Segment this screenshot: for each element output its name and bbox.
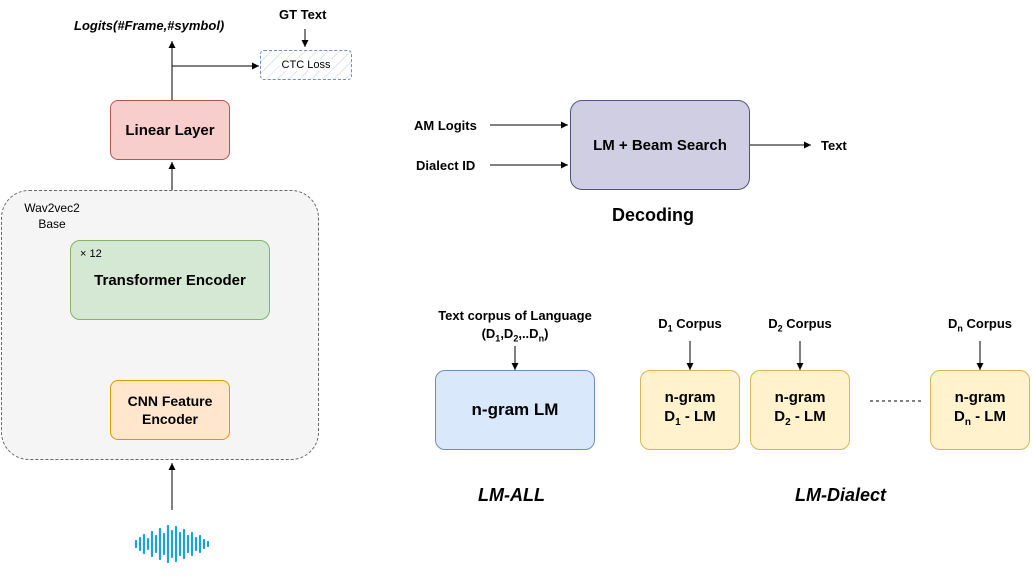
d1-corpus-label: D1 Corpus [658, 316, 722, 334]
text-corpus-label: Text corpus of Language (D1,D2,..Dn) [415, 307, 615, 348]
ngram-dn-line2: Dn - LM [954, 408, 1006, 428]
ngram-dn-lm-box: n-gram Dn - LM [930, 370, 1030, 450]
ngram-lm-label: n-gram LM [471, 400, 559, 419]
repeat-count: × 12 [80, 248, 102, 260]
ngram-d2-line2: D2 - LM [774, 408, 826, 428]
ngram-d2-lm-box: n-gram D2 - LM [750, 370, 850, 450]
cnn-feature-encoder-box: CNN Feature Encoder [110, 380, 230, 440]
text-corpus-line2: (D1,D2,..Dn) [481, 326, 549, 344]
ngram-dn-line1: n-gram [954, 389, 1006, 406]
am-logits-label: AM Logits [414, 118, 477, 133]
lm-dialect-caption: LM-Dialect [795, 485, 887, 505]
dialect-id-label: Dialect ID [416, 158, 476, 173]
ngram-d2-line1: n-gram [774, 389, 826, 406]
logits-label: Logits(#Frame,#symbol) [74, 18, 225, 33]
d2-corpus-label: D2 Corpus [768, 316, 832, 334]
ngram-d1-lm-box: n-gram D1 - LM [640, 370, 740, 450]
ctc-loss-box: CTC Loss [260, 50, 352, 80]
linear-layer-box: Linear Layer [110, 100, 230, 160]
transformer-encoder-label: Transformer Encoder [94, 271, 246, 289]
decoding-title: Decoding [612, 205, 695, 225]
text-corpus-line1: Text corpus of Language [438, 308, 592, 323]
ngram-lm-box: n-gram LM [435, 370, 595, 450]
ctc-loss-label: CTC Loss [279, 59, 333, 71]
ngram-d1-line1: n-gram [664, 389, 716, 406]
lm-beam-search-label: LM + Beam Search [593, 136, 727, 154]
lm-beam-search-box: LM + Beam Search [570, 100, 750, 190]
cnn-label-line2: Encoder [141, 411, 198, 427]
gt-text-label: GT Text [279, 7, 327, 22]
text-output-label: Text [821, 138, 847, 153]
cnn-label-line1: CNN Feature [127, 393, 213, 409]
wav2vec-label: Wav2vec2 Base [24, 201, 80, 231]
transformer-encoder-box: Transformer Encoder [70, 240, 270, 320]
dn-corpus-label: Dn Corpus [947, 316, 1012, 334]
audio-waveform-icon [134, 524, 210, 564]
ngram-d1-line2: D1 - LM [664, 408, 716, 428]
lm-all-caption: LM-ALL [478, 485, 545, 505]
linear-layer-label: Linear Layer [125, 121, 215, 139]
